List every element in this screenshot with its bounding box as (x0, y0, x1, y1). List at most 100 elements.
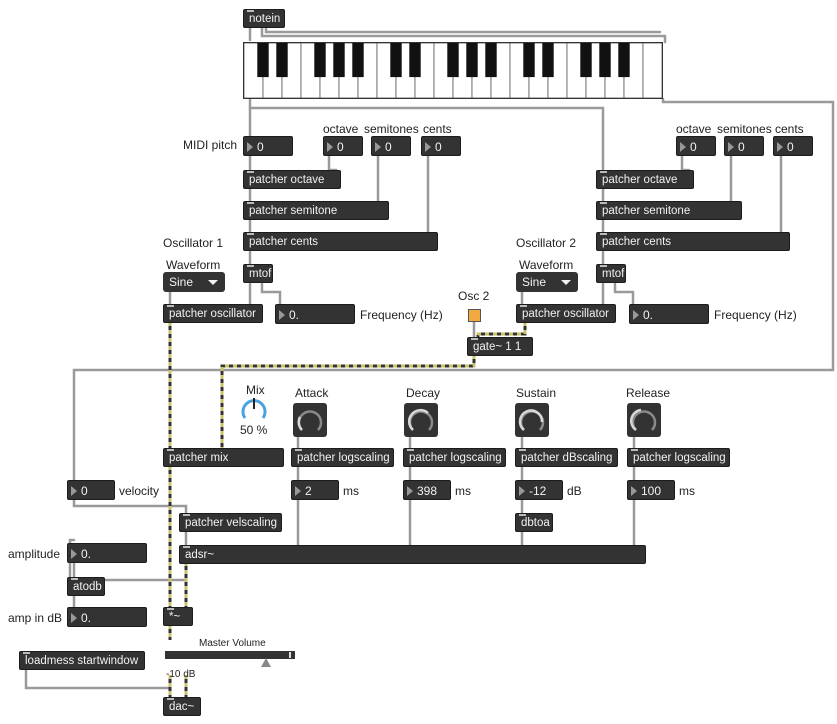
sustain-dbscaling[interactable]: patcher dBscaling (515, 448, 618, 467)
osc2-cents-number[interactable]: 0 (773, 136, 813, 156)
number-arrow-icon (407, 486, 413, 496)
piano-keyboard[interactable] (243, 42, 663, 99)
multiply-signal-object[interactable]: *~ (163, 607, 193, 626)
number-arrow-icon (247, 142, 253, 152)
black-key[interactable] (352, 43, 364, 78)
number-arrow-icon (71, 613, 77, 623)
velocity-number[interactable]: 0 (67, 480, 115, 500)
osc1-patcher-semitone[interactable]: patcher semitone (243, 201, 389, 220)
release-number[interactable]: 100 (627, 480, 675, 500)
number-arrow-icon (631, 486, 637, 496)
osc2-semitones-number[interactable]: 0 (724, 136, 764, 156)
cents-label-2: cents (775, 122, 804, 136)
number-arrow-icon (519, 486, 525, 496)
black-key[interactable] (447, 43, 459, 78)
amp-db-number[interactable]: 0. (67, 607, 147, 627)
dbtoa-object[interactable]: dbtoa (515, 513, 553, 532)
notein-object[interactable]: notein (243, 9, 285, 28)
sustain-db-label: dB (567, 484, 582, 498)
oscillator-1-label: Oscillator 1 (163, 236, 224, 250)
dropdown-arrow-icon (208, 280, 218, 285)
black-key[interactable] (618, 43, 630, 78)
sustain-number[interactable]: -12 (515, 480, 563, 500)
attack-label: Attack (295, 386, 329, 400)
osc1-patcher-octave[interactable]: patcher octave (243, 170, 341, 189)
black-key[interactable] (314, 43, 326, 78)
atodb-object[interactable]: atodb (67, 577, 105, 596)
release-dial[interactable] (627, 403, 661, 437)
keyboard-keys[interactable] (243, 42, 663, 99)
attack-logscaling[interactable]: patcher logscaling (291, 448, 394, 467)
osc1-cents-number[interactable]: 0 (421, 136, 461, 156)
number-arrow-icon (71, 549, 77, 559)
sustain-dial-arc (518, 409, 545, 431)
black-key[interactable] (409, 43, 421, 78)
release-dial-arc (629, 408, 657, 432)
amplitude-number[interactable]: 0. (67, 543, 147, 563)
black-key[interactable] (485, 43, 497, 78)
osc1-octave-number[interactable]: 0 (323, 136, 363, 156)
midi-pitch-number[interactable]: 0 (243, 136, 293, 156)
cents-label: cents (423, 122, 452, 136)
decay-dial-arc (407, 408, 434, 431)
white-key[interactable] (642, 42, 663, 99)
release-logscaling[interactable]: patcher logscaling (627, 448, 730, 467)
osc1-mtof[interactable]: mtof (243, 264, 273, 283)
midi-pitch-label: MIDI pitch (183, 138, 238, 152)
black-key[interactable] (390, 43, 402, 78)
osc2-waveform-menu[interactable]: Sine (516, 272, 578, 292)
mix-dial[interactable] (238, 396, 270, 422)
decay-label: Decay (406, 386, 441, 400)
osc1-patcher-oscillator[interactable]: patcher oscillator (163, 304, 263, 323)
osc1-waveform-menu[interactable]: Sine (163, 272, 225, 292)
number-arrow-icon (327, 142, 333, 152)
number-arrow-icon (680, 142, 686, 152)
osc2-frequency-label: Frequency (Hz) (714, 308, 797, 322)
osc1-waveform-label: Waveform (166, 258, 221, 272)
osc1-patcher-cents[interactable]: patcher cents (243, 232, 438, 251)
osc2-octave-number[interactable]: 0 (676, 136, 716, 156)
attack-number[interactable]: 2 (291, 480, 339, 500)
number-arrow-icon (71, 486, 77, 496)
oscillator-2-label: Oscillator 2 (516, 236, 577, 250)
black-key[interactable] (542, 43, 554, 78)
patcher-velscaling[interactable]: patcher velscaling (179, 513, 282, 532)
black-key[interactable] (523, 43, 535, 78)
master-volume-marker (289, 652, 291, 658)
master-volume-handle-icon[interactable] (261, 658, 272, 667)
number-arrow-icon (728, 142, 734, 152)
osc2-patcher-semitone[interactable]: patcher semitone (596, 201, 742, 220)
adsr-object[interactable]: adsr~ (179, 545, 646, 564)
loadmess-object[interactable]: loadmess startwindow (19, 651, 145, 670)
patcher-mix[interactable]: patcher mix (163, 448, 284, 467)
black-key[interactable] (599, 43, 611, 78)
decay-dial[interactable] (404, 403, 438, 437)
osc2-frequency-number[interactable]: 0. (629, 304, 709, 324)
semitones-label-2: semitones (717, 122, 772, 136)
master-volume-slider[interactable] (165, 651, 295, 667)
master-db-label: -10 dB (166, 669, 196, 680)
number-arrow-icon (375, 142, 381, 152)
sustain-dial[interactable] (515, 403, 549, 437)
dac-object[interactable]: dac~ (163, 697, 201, 716)
black-key[interactable] (257, 43, 269, 78)
osc2-patcher-oscillator[interactable]: patcher oscillator (516, 304, 616, 323)
black-key[interactable] (580, 43, 592, 78)
osc2-toggle[interactable] (468, 309, 481, 322)
black-key[interactable] (333, 43, 345, 78)
osc2-mtof[interactable]: mtof (596, 264, 626, 283)
attack-ms-label: ms (343, 484, 359, 498)
number-arrow-icon (633, 310, 639, 320)
osc1-frequency-number[interactable]: 0. (275, 304, 355, 324)
decay-number[interactable]: 398 (403, 480, 451, 500)
osc2-waveform-label: Waveform (519, 258, 574, 272)
osc1-semitones-number[interactable]: 0 (371, 136, 411, 156)
attack-dial[interactable] (293, 403, 327, 437)
osc2-patcher-cents[interactable]: patcher cents (596, 232, 790, 251)
black-key[interactable] (276, 43, 288, 78)
gate-object[interactable]: gate~ 1 1 (467, 337, 533, 356)
decay-logscaling[interactable]: patcher logscaling (403, 448, 506, 467)
black-key[interactable] (466, 43, 478, 78)
velocity-label: velocity (119, 484, 160, 498)
osc2-patcher-octave[interactable]: patcher octave (596, 170, 694, 189)
